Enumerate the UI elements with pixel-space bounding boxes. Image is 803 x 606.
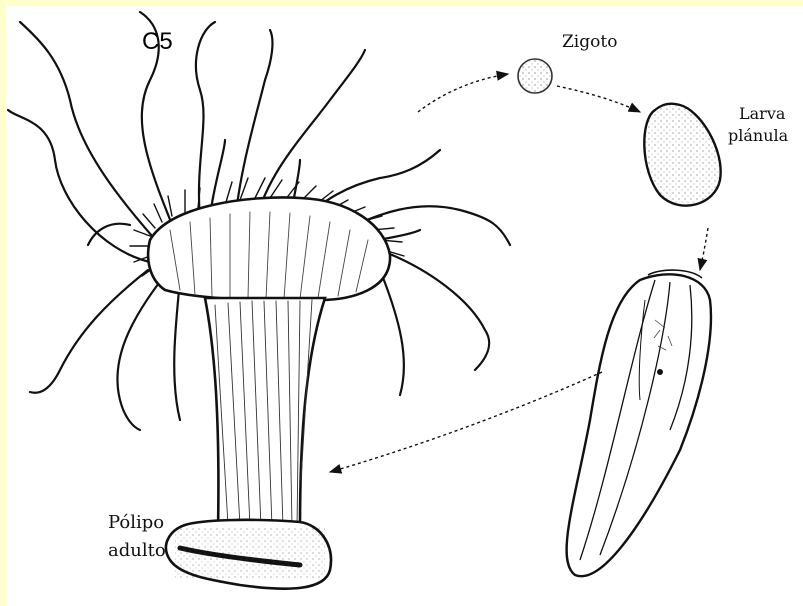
arrow-to-young-polyp [700, 228, 708, 270]
polyp-label-line2: adulto [108, 540, 166, 561]
arrow-to-larva [557, 86, 640, 112]
young-polyp-drawing [567, 270, 711, 576]
arrow-to-zygote [418, 74, 508, 112]
zygote-label: Zigoto [562, 32, 617, 52]
figure-id-label: C5 [142, 28, 173, 56]
zygote-drawing [518, 59, 552, 93]
polyp-oral-disc [148, 197, 390, 300]
polyp-label-line1: Pólipo [108, 512, 164, 533]
arrow-to-adult-polyp [330, 372, 602, 472]
larva-label-line1: Larva [739, 104, 785, 123]
larva-label-line2: plánula [728, 126, 788, 145]
planula-larva-drawing [644, 104, 720, 206]
adult-polyp-drawing [8, 12, 510, 589]
